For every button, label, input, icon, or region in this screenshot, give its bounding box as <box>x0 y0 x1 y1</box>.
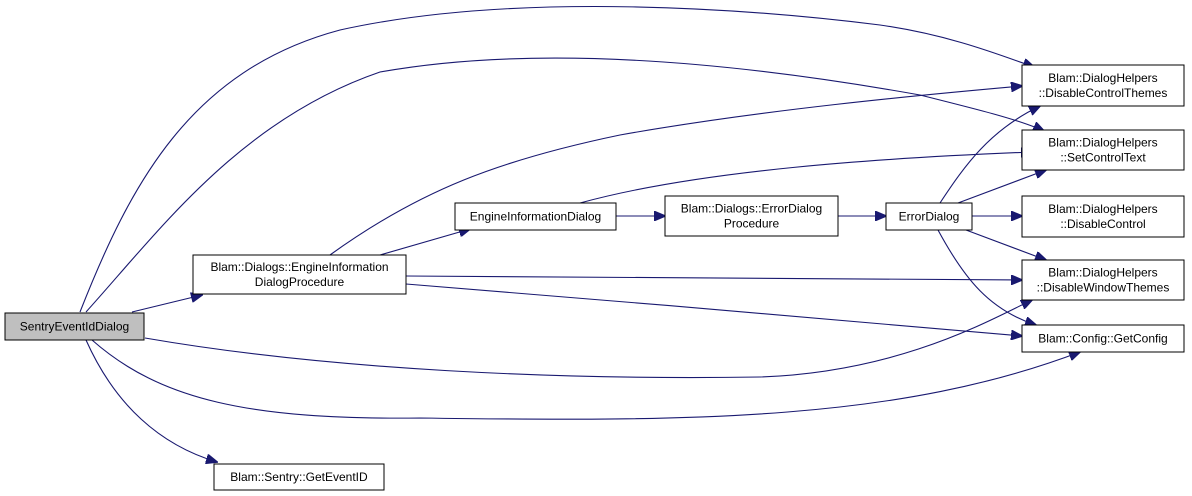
edge-error-dialog-to-get-config <box>937 229 1036 325</box>
node-label: Blam::DialogHelpers <box>1048 136 1157 150</box>
edge-error-dialog-to-set-control-text <box>957 170 1046 204</box>
node-label: ErrorDialog <box>899 210 960 224</box>
graph-edges <box>79 5 1080 462</box>
node-box <box>1021 64 1185 107</box>
node-disable-control-themes[interactable]: Blam::DialogHelpers::DisableControlTheme… <box>1021 64 1185 107</box>
node-label: DialogProcedure <box>255 275 345 289</box>
node-disable-control[interactable]: Blam::DialogHelpers::DisableControl <box>1021 195 1185 238</box>
edge-engine-info-dialog-procedure-to-disable-control-themes <box>329 86 1022 256</box>
node-label: Blam::DialogHelpers <box>1048 202 1157 216</box>
edge-error-dialog-to-disable-control-themes <box>939 106 1040 204</box>
node-box <box>1021 259 1185 301</box>
node-box <box>1021 129 1185 171</box>
node-box <box>213 463 385 491</box>
edge-engine-info-dialog-procedure-to-disable-window-themes <box>405 276 1022 280</box>
edge-sentry-event-id-dialog-to-get-config <box>91 339 1080 420</box>
node-label: Blam::DialogHelpers <box>1048 71 1157 85</box>
edge-sentry-event-id-dialog-to-set-control-text <box>85 57 1044 313</box>
node-sentry-event-id-dialog[interactable]: SentryEventIdDialog <box>4 312 145 341</box>
node-set-control-text[interactable]: Blam::DialogHelpers::SetControlText <box>1021 129 1185 171</box>
node-label: Procedure <box>724 217 780 231</box>
node-box <box>4 312 145 341</box>
node-label: Blam::Config::GetConfig <box>1038 332 1167 346</box>
node-label: EngineInformationDialog <box>470 210 601 224</box>
edge-sentry-event-id-dialog-to-disable-control-themes <box>79 5 1034 313</box>
node-box <box>885 202 973 231</box>
node-box <box>1021 324 1185 353</box>
node-label: Blam::Dialogs::EngineInformation <box>210 260 388 274</box>
edge-sentry-event-id-dialog-to-disable-window-themes <box>144 300 1032 379</box>
node-label: ::SetControlText <box>1060 151 1146 165</box>
node-box <box>192 254 407 295</box>
node-get-config[interactable]: Blam::Config::GetConfig <box>1021 324 1185 353</box>
node-label: Blam::DialogHelpers <box>1048 266 1157 280</box>
node-label: ::DisableControlThemes <box>1039 86 1168 100</box>
node-label: ::DisableWindowThemes <box>1037 281 1170 295</box>
edge-error-dialog-to-disable-window-themes <box>965 229 1046 260</box>
node-error-dialog[interactable]: ErrorDialog <box>885 202 973 231</box>
edge-sentry-event-id-dialog-to-get-event-id <box>85 339 217 462</box>
edge-engine-info-dialog-procedure-to-engine-information-dialog <box>379 229 470 256</box>
edge-sentry-event-id-dialog-to-engine-info-dialog-procedure <box>131 295 202 313</box>
edge-engine-information-dialog-to-set-control-text <box>579 152 1032 204</box>
node-engine-information-dialog[interactable]: EngineInformationDialog <box>454 202 617 231</box>
graph-nodes: SentryEventIdDialog Blam::Dialogs::Engine… <box>4 64 1185 491</box>
node-label: Blam::Dialogs::ErrorDialog <box>681 202 822 216</box>
edge-engine-info-dialog-procedure-to-get-config <box>405 283 1022 336</box>
node-box <box>664 195 839 237</box>
node-get-event-id[interactable]: Blam::Sentry::GetEventID <box>213 463 385 491</box>
node-box <box>1021 195 1185 238</box>
node-engine-info-dialog-procedure[interactable]: Blam::Dialogs::EngineInformationDialogPr… <box>192 254 407 295</box>
node-label: ::DisableControl <box>1060 217 1145 231</box>
node-label: SentryEventIdDialog <box>20 320 129 334</box>
node-disable-window-themes[interactable]: Blam::DialogHelpers::DisableWindowThemes <box>1021 259 1185 301</box>
node-box <box>454 202 617 231</box>
node-label: Blam::Sentry::GetEventID <box>230 470 368 484</box>
